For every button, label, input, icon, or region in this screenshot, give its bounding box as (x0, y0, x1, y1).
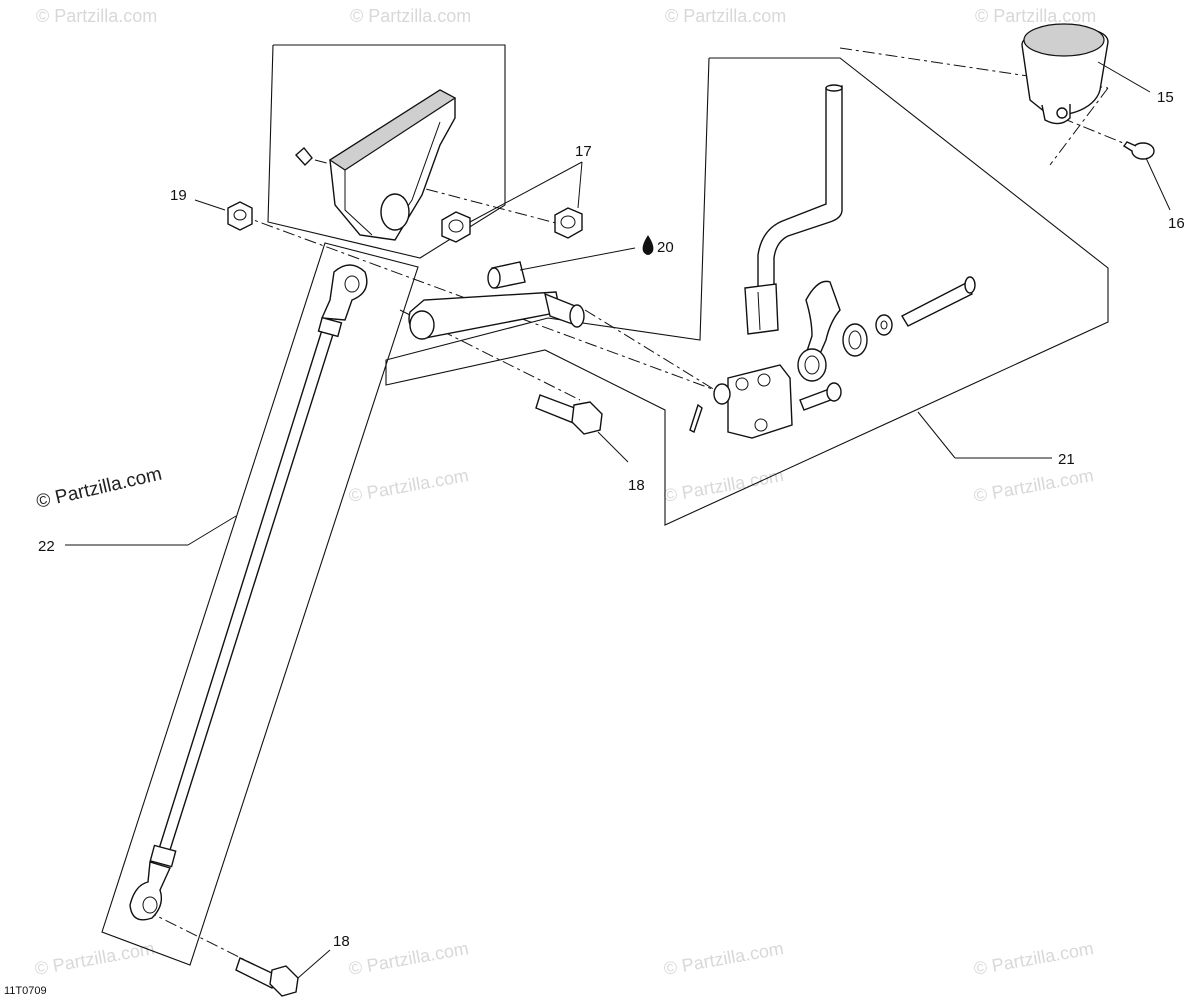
callout-16: 16 (1168, 215, 1185, 232)
bolt-upper (535, 394, 603, 435)
watermark-dark: © Partzilla.com (34, 464, 163, 513)
watermark: © Partzilla.com (36, 6, 157, 26)
callout-15: 15 (1157, 89, 1174, 106)
shift-knob (1021, 23, 1109, 125)
watermark: © Partzilla.com (972, 938, 1095, 979)
knob-screw (1122, 141, 1155, 160)
frame-item-22 (101, 242, 419, 966)
bolt-lower (235, 957, 299, 997)
callouts: 15 16 17 19 20 18 21 22 18 (38, 89, 1185, 950)
watermark: © Partzilla.com (33, 938, 156, 979)
shift-rod (129, 264, 368, 921)
shift-lever-assembly (689, 84, 976, 439)
callout-21: 21 (1058, 451, 1075, 468)
nut-19 (227, 201, 253, 231)
callout-18-lower: 18 (333, 933, 350, 950)
callout-18-upper: 18 (628, 477, 645, 494)
watermark: © Partzilla.com (662, 938, 785, 979)
watermark: © Partzilla.com (665, 6, 786, 26)
drawing-code: 11T0709 (4, 985, 47, 997)
callout-20: 20 (657, 239, 674, 256)
watermark-layer: © Partzilla.com © Partzilla.com © Partzi… (33, 6, 1096, 979)
watermark: © Partzilla.com (347, 465, 470, 506)
watermark: © Partzilla.com (662, 465, 785, 506)
watermark: © Partzilla.com (350, 6, 471, 26)
callout-22: 22 (38, 538, 55, 555)
watermark: © Partzilla.com (972, 465, 1095, 506)
leader-lines (65, 61, 1171, 979)
assembly-lines (144, 47, 1129, 981)
group-frames (101, 44, 1109, 966)
oil-drop-icon (642, 235, 654, 255)
callout-17: 17 (575, 143, 592, 160)
bracket-assembly (295, 89, 457, 241)
watermark: © Partzilla.com (347, 938, 470, 979)
arm-and-bushings (408, 261, 585, 340)
watermark: © Partzilla.com (975, 6, 1096, 26)
callout-19: 19 (170, 187, 187, 204)
flange-nuts (441, 207, 583, 243)
